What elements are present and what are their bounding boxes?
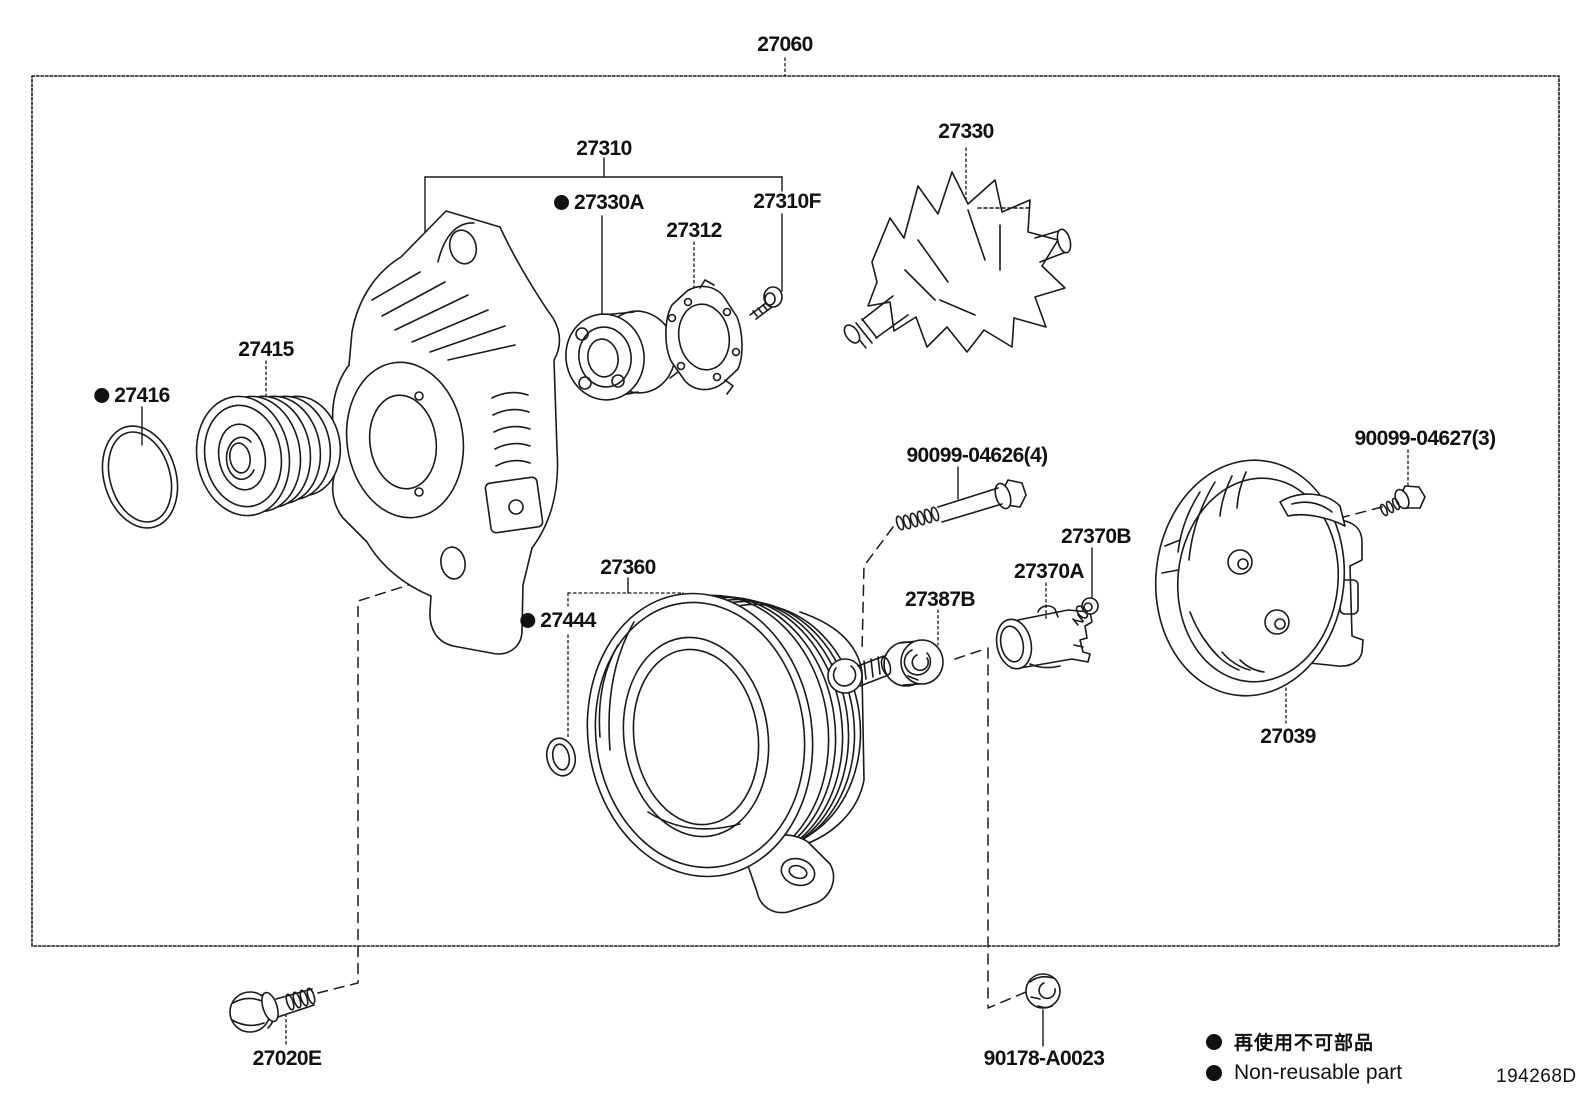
part-label-27020E: 27020E bbox=[252, 1047, 322, 1070]
pulley-part bbox=[195, 395, 342, 517]
part-label-90099-04627: 90099-04627(3) bbox=[1354, 427, 1496, 450]
part-label-27330A: 27330A bbox=[554, 191, 645, 215]
cover-bolt-part bbox=[1379, 485, 1426, 517]
part-label-27310: 27310 bbox=[576, 137, 632, 160]
part-label-27444: 27444 bbox=[520, 609, 596, 633]
diagram-frame bbox=[31, 75, 1560, 947]
part-label-27310F: 27310F bbox=[753, 190, 821, 213]
part-label-27415: 27415 bbox=[238, 338, 294, 361]
terminal-nut-part bbox=[1025, 973, 1061, 1009]
legend-text-en: Non-reusable part bbox=[1234, 1061, 1403, 1084]
part-label-27060: 27060 bbox=[757, 33, 813, 56]
part-label-27330: 27330 bbox=[938, 120, 994, 143]
pulley-o-ring-part bbox=[101, 425, 179, 529]
part-label-27370B: 27370B bbox=[1061, 525, 1132, 548]
legend-row-en: Non-reusable part bbox=[1206, 1061, 1402, 1085]
legend-text-jp: 再使用不可部品 bbox=[1234, 1033, 1375, 1054]
non-reusable-legend: 再使用不可部品 Non-reusable part bbox=[1206, 1028, 1402, 1091]
part-label-90099-04626: 90099-04626(4) bbox=[906, 444, 1048, 467]
through-bolt-part bbox=[895, 479, 1027, 531]
part-label-90178-A0023: 90178-A0023 bbox=[983, 1047, 1105, 1070]
stator-part bbox=[586, 592, 892, 914]
part-label-27387B: 27387B bbox=[905, 588, 976, 611]
retainer-screw-part bbox=[749, 286, 783, 320]
assembly-dashed-lines bbox=[317, 506, 1383, 1009]
bearing-part bbox=[565, 310, 676, 401]
legend-row-jp: 再使用不可部品 bbox=[1206, 1028, 1402, 1055]
non-reusable-dot-icon bbox=[94, 388, 110, 403]
regulator-screw-part bbox=[1072, 597, 1099, 626]
part-label-27360: 27360 bbox=[600, 556, 656, 579]
non-reusable-dot-icon bbox=[1206, 1065, 1222, 1081]
regulator-part bbox=[995, 605, 1093, 670]
non-reusable-dot-icon bbox=[1206, 1033, 1222, 1050]
stator-o-ring-part bbox=[545, 737, 577, 777]
rear-cover-part bbox=[1154, 459, 1364, 697]
drive-end-frame-part bbox=[331, 210, 561, 655]
non-reusable-dot-icon bbox=[554, 195, 570, 210]
non-reusable-dot-icon bbox=[520, 613, 536, 628]
mounting-bolt-part bbox=[229, 987, 316, 1033]
part-label-27039: 27039 bbox=[1260, 725, 1316, 748]
part-label-27312: 27312 bbox=[666, 219, 722, 242]
part-label-27416: 27416 bbox=[94, 384, 170, 408]
rotor-part bbox=[843, 171, 1072, 353]
bearing-retainer-part bbox=[665, 279, 743, 395]
diagram-code: 194268D bbox=[1496, 1066, 1577, 1087]
part-label-27370A: 27370A bbox=[1014, 560, 1085, 583]
insulator-bushing-part bbox=[883, 639, 944, 687]
